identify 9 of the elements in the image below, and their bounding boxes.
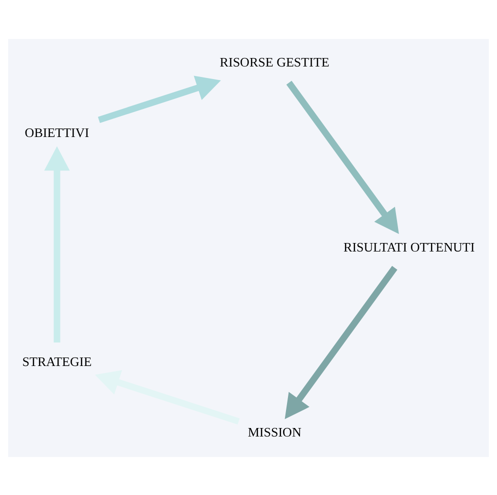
node-text: STRATEGIE [22,353,92,368]
node-text: RISULTATI OTTENUTI [344,238,475,254]
node-text: RISORSE GESTITE [220,54,330,69]
arrow [284,265,398,419]
node-text: OBIETTIVI [24,124,90,140]
arrow [286,80,399,234]
arrow [44,146,70,342]
arrow [98,75,221,123]
node-text: MISSION [248,424,302,439]
